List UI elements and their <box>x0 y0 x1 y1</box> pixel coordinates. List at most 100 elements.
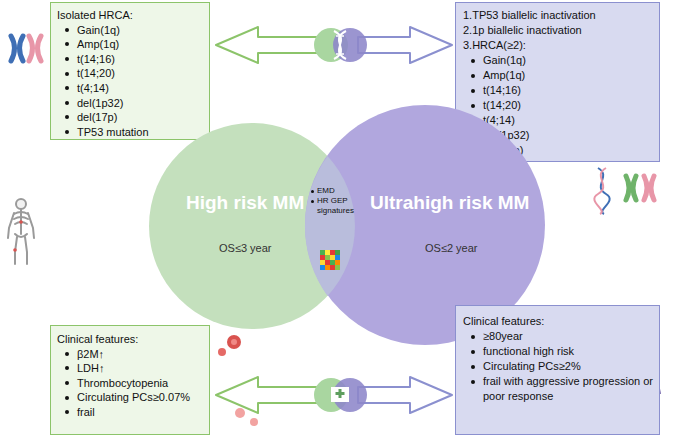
text-row: Thrombocytopenia <box>65 376 203 391</box>
text-row: ≥80year <box>471 329 653 344</box>
text-row: TP53 mutation <box>65 125 203 140</box>
text-row: t(14;20) <box>65 66 203 81</box>
node-text: t(14;20) <box>77 66 115 81</box>
bullet-dot <box>471 89 475 93</box>
text-row: Clinical features: <box>57 332 203 347</box>
icon-circle <box>333 378 367 412</box>
text-row: Amp(1q) <box>471 68 653 83</box>
bullet-dot <box>471 74 475 78</box>
bullet-dot <box>471 350 475 354</box>
text-row: EMD <box>311 186 363 196</box>
text-row: del(1p32) <box>65 96 203 111</box>
text-row: High risk MM <box>186 192 304 214</box>
bullet-dot <box>65 42 69 46</box>
bullet-dot <box>65 366 69 370</box>
text-row: HR GEP signatures <box>311 196 363 216</box>
blood-cell <box>250 418 258 426</box>
node-text: β2M↑ <box>77 347 104 362</box>
node-text: 3.HRCA(≥2): <box>463 38 526 53</box>
node-text: Amp(1q) <box>483 68 525 83</box>
node-text: Amp(1q) <box>77 37 119 52</box>
text-row: Circulating PCs≥0.07% <box>65 390 203 405</box>
blood-cell <box>218 348 226 356</box>
text-row: del(17p) <box>65 110 203 125</box>
hollow-arrow <box>358 27 452 63</box>
node-text: 2.1p biallelic inactivation <box>463 23 582 38</box>
bullet-dot <box>65 410 69 414</box>
hospital-cross <box>336 392 345 395</box>
bullet-dot <box>471 365 475 369</box>
text-row: Circulating PCs≥2% <box>471 359 653 374</box>
node-text: 1.TP53 biallelic inactivation <box>463 8 596 23</box>
hollow-arrow <box>216 27 324 63</box>
lens-shape <box>305 156 355 296</box>
dna-strand <box>334 31 346 59</box>
bullet-dot <box>65 57 69 61</box>
bullet-dot <box>65 28 69 32</box>
bullet-dot <box>65 72 69 76</box>
text-row: Gain(1q) <box>65 23 203 38</box>
skeleton-ribs <box>14 212 28 224</box>
text-row: frail <box>65 405 203 420</box>
node-text: HR GEP signatures <box>317 196 363 216</box>
blood-cell <box>231 339 237 345</box>
node-text: t(14;16) <box>77 52 115 67</box>
bullet-dot <box>311 190 314 193</box>
node-text: OS≤2 year <box>425 242 478 254</box>
lesion-spot <box>19 220 23 224</box>
node-text: Clinical features: <box>57 332 138 347</box>
bullet-dot <box>471 59 475 63</box>
node-text: Gain(1q) <box>483 53 526 68</box>
node-text: frail <box>77 405 95 420</box>
chromosome-icon <box>11 36 23 61</box>
text-row: Ultrahigh risk MM <box>370 192 529 214</box>
bullet-dot <box>65 86 69 90</box>
node-text: t(4;14) <box>77 81 109 96</box>
chromosome-icon <box>626 176 636 200</box>
text-row: Isolated HRCA: <box>57 8 203 23</box>
text-row: OS≤2 year <box>425 242 478 254</box>
skeleton-icon <box>8 199 34 264</box>
blood-cell <box>227 335 241 349</box>
chromosome-icon <box>29 36 41 61</box>
node-text: Clinical features: <box>463 314 544 329</box>
text-row: LDH↑ <box>65 361 203 376</box>
bullet-dot <box>65 130 69 134</box>
node-text: Circulating PCs≥2% <box>483 359 581 374</box>
text-group: EMDHR GEP signatures <box>311 186 363 216</box>
text-row: t(4;14) <box>65 81 203 96</box>
venn-overlap: EMDHR GEP signatures <box>305 156 355 296</box>
bullet-dot <box>471 335 475 339</box>
blood-cell <box>235 408 245 418</box>
node-text: High risk MM <box>186 192 304 213</box>
clinical-box: Clinical features:β2M↑LDH↑Thrombocytopen… <box>50 325 210 435</box>
criteria-box: Isolated HRCA:Gain(1q)Amp(1q)t(14;16)t(1… <box>50 2 210 140</box>
node-text: Ultrahigh risk MM <box>370 192 529 213</box>
text-row: Clinical features: <box>463 314 653 329</box>
hospital-building <box>331 387 349 402</box>
node-text: del(1p32) <box>77 96 123 111</box>
bullet-dot <box>471 380 475 384</box>
node-text: t(14;16) <box>483 83 521 98</box>
dna-rung <box>336 35 344 37</box>
bullet-dot <box>311 200 314 203</box>
bullet-dot <box>65 352 69 356</box>
node-text: functional high risk <box>483 344 574 359</box>
text-row: frail with aggressive progression or poo… <box>471 374 653 404</box>
node-text: TP53 mutation <box>77 125 149 140</box>
text-row: functional high risk <box>471 344 653 359</box>
bullet-dot <box>65 115 69 119</box>
skeleton-skull <box>16 199 26 209</box>
text-row: t(14;16) <box>471 83 653 98</box>
node-text: ≥80year <box>483 329 523 344</box>
node-text: Isolated HRCA: <box>57 8 133 23</box>
hollow-arrow <box>216 377 322 413</box>
text-row: OS≤3 year <box>219 242 272 254</box>
bullet-dot <box>65 396 69 400</box>
skeleton-arms <box>8 213 34 238</box>
text-row: 3.HRCA(≥2): <box>463 38 653 53</box>
node-text: EMD <box>317 186 335 196</box>
text-row: β2M↑ <box>65 347 203 362</box>
node-text: OS≤3 year <box>219 242 272 254</box>
text-row: t(14;16) <box>65 52 203 67</box>
